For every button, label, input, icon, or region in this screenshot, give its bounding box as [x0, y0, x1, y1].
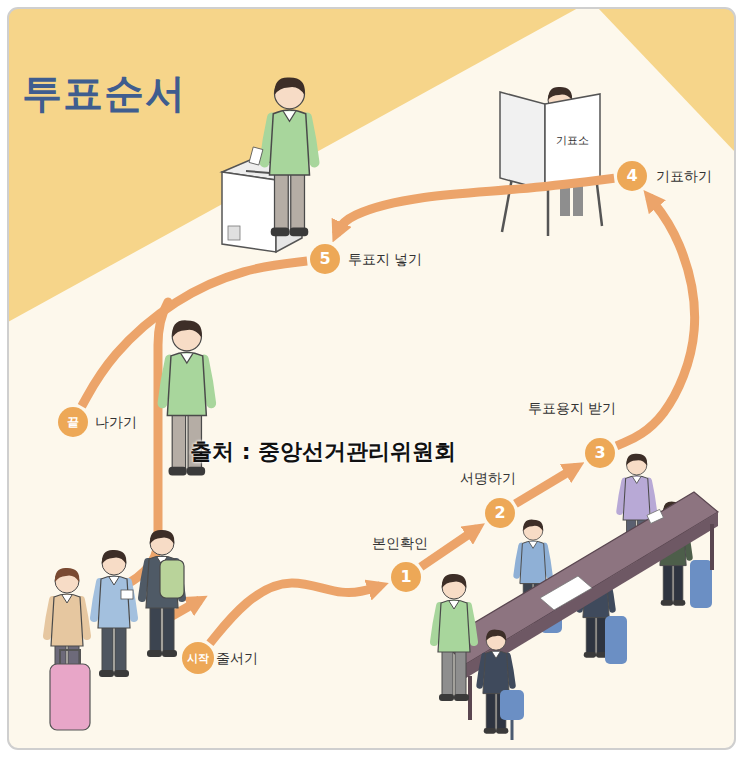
step-node: 시작줄서기: [182, 642, 214, 674]
flow-arrow: [515, 467, 576, 504]
flow-arrow: [617, 197, 695, 446]
step-number: 5: [319, 251, 330, 267]
step-node: 1본인확인: [391, 562, 421, 592]
step-circle: 5: [310, 244, 340, 274]
step-number: 2: [494, 505, 505, 521]
flow-arrow: [336, 178, 614, 234]
source-watermark: 출처 : 중앙선거관리위원회: [190, 439, 456, 465]
booth-sign: 기표소: [556, 134, 589, 147]
step-number: 시작: [187, 653, 209, 664]
step-label: 투표용지 받기: [528, 400, 616, 417]
step-number: 끝: [67, 416, 79, 428]
step-circle: 1: [391, 562, 421, 592]
step-number: 1: [400, 569, 411, 585]
step-circle: 끝: [58, 407, 88, 437]
step-number: 4: [626, 168, 637, 184]
step-node: 5투표지 넣기: [310, 244, 340, 274]
flow-arrow: [421, 528, 478, 567]
step-number: 3: [594, 445, 605, 461]
step-node: 3투표용지 받기: [585, 438, 615, 468]
step-circle: 2: [485, 498, 515, 528]
step-node: 끝나가기: [58, 407, 88, 437]
diagram-title: 투표순서: [22, 66, 186, 121]
step-label: 서명하기: [460, 470, 516, 487]
step-node: 4기표하기: [617, 161, 647, 191]
step-label: 나가기: [95, 414, 137, 431]
flow-arrow: [210, 583, 381, 643]
step-label: 투표지 넣기: [348, 251, 422, 268]
step-node: 2서명하기: [485, 498, 515, 528]
step-circle: 4: [617, 161, 647, 191]
step-circle: 시작: [182, 642, 214, 674]
step-label: 기표하기: [656, 168, 712, 185]
step-label: 줄서기: [216, 650, 258, 667]
flow-arrow: [82, 261, 307, 406]
step-label: 본인확인: [372, 535, 428, 552]
step-circle: 3: [585, 438, 615, 468]
